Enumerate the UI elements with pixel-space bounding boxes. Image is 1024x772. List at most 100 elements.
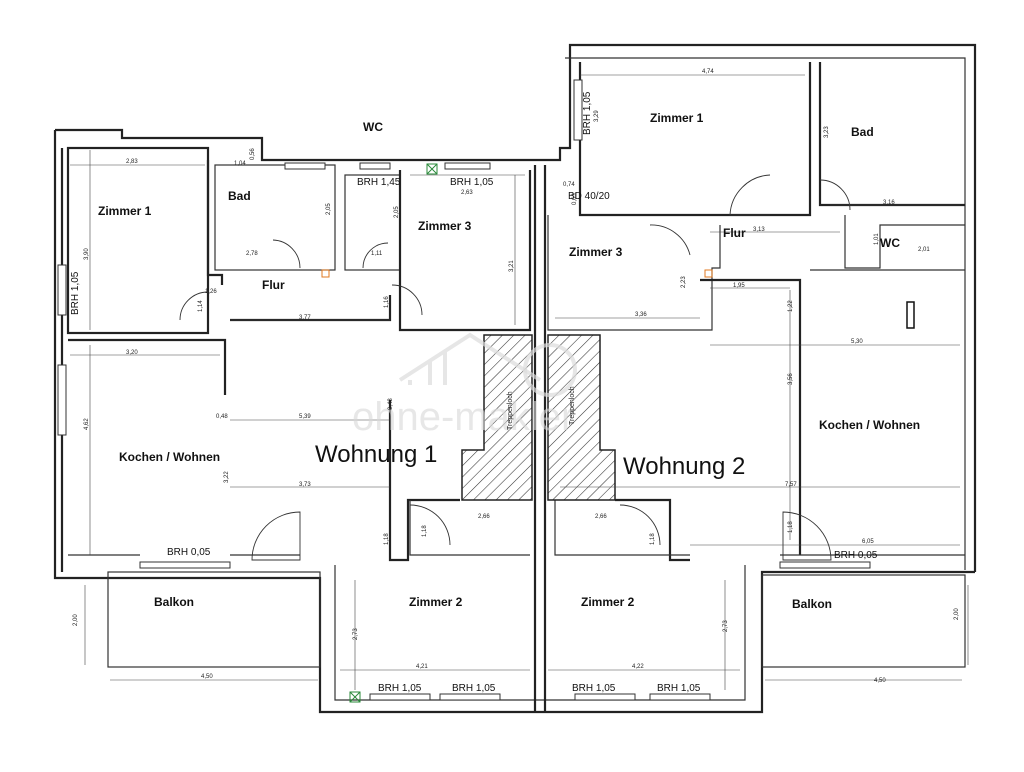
dim-label: 3,13	[753, 227, 765, 233]
dim-label: 2,66	[595, 514, 607, 520]
dim-label: 3,21	[509, 260, 515, 272]
dim-label: 1,16	[384, 296, 390, 308]
dim-label: 1,18	[422, 525, 428, 537]
dim-label: 0,56	[250, 148, 256, 160]
dim-label: 3,22	[224, 471, 230, 483]
dim-label: 3,90	[84, 248, 90, 260]
central-divider	[533, 165, 547, 712]
dim-label: 4,22	[632, 664, 644, 670]
dim-label: 1,14	[198, 300, 204, 312]
stair-label-right: Treppenloch	[569, 386, 576, 425]
dim-label: 1,04	[234, 161, 246, 167]
balcony-left	[107, 571, 321, 668]
dim-label: 1,18	[650, 533, 656, 545]
dim-label: 3,29	[594, 110, 600, 122]
brh-wc: BRH 1,45	[357, 177, 401, 188]
room-label-w2-bad: Bad	[851, 125, 874, 139]
dim-label: 0,48	[388, 398, 394, 410]
dim-label: 0,63	[572, 193, 578, 205]
dim-label: 2,01	[918, 247, 930, 253]
dim-label: 1,22	[788, 300, 794, 312]
dimension-lines	[70, 74, 969, 690]
brh-zimmer2-b: BRH 1,05	[452, 683, 496, 694]
room-label-w1-zimmer2: Zimmer 2	[409, 595, 463, 609]
dim-label: 2,00	[73, 614, 79, 626]
dim-label: 1,95	[733, 283, 745, 289]
dim-label: 1,11	[371, 251, 383, 257]
dim-label: 3,56	[788, 373, 794, 385]
dim-label: 1,26	[205, 289, 217, 295]
dim-label: 2,00	[954, 608, 960, 620]
dim-label: 1,18	[788, 521, 794, 533]
dim-label: 3,77	[299, 315, 311, 321]
brh-labels: BRH 1,05 BRH 1,45 BRH 1,05 BRH 1,05 BD 4…	[70, 91, 878, 694]
door-swings	[179, 174, 851, 561]
windows	[57, 79, 871, 701]
room-label-w1-bad: Bad	[228, 189, 251, 203]
dim-label: 4,50	[874, 678, 886, 684]
brh-w1-zimmer3: BRH 1,05	[450, 177, 494, 188]
dim-label: 2,78	[246, 251, 258, 257]
watermark: ohne-makler	[352, 332, 577, 439]
brh-w2-kochen: BRH 0,05	[834, 550, 878, 561]
room-label-w1-wc: WC	[363, 120, 383, 134]
brh-zimmer2-a: BRH 1,05	[378, 683, 422, 694]
dimension-labels: 2,83 3,90 1,04 0,56 2,05 2,05 2,78 1,11 …	[73, 69, 960, 684]
dim-label: 0,74	[563, 182, 575, 188]
room-labels: Zimmer 1 Bad WC Zimmer 3 Flur Kochen / W…	[98, 111, 920, 611]
dim-label: 2,83	[126, 159, 138, 165]
dim-label: 4,62	[84, 418, 90, 430]
room-label-w2-kochen: Kochen / Wohnen	[819, 418, 920, 432]
dim-label: 7,57	[785, 482, 797, 488]
dim-label: 4,21	[416, 664, 428, 670]
unit-label-wohnung-2: Wohnung 2	[623, 453, 745, 480]
unit-label-wohnung-1: Wohnung 1	[315, 441, 437, 468]
dim-label: 1,01	[874, 233, 880, 245]
watermark-text: ohne-makler	[352, 395, 574, 439]
dim-label: 3,73	[299, 482, 311, 488]
dim-label: 5,39	[299, 414, 311, 420]
dim-label: 2,05	[326, 203, 332, 215]
dim-label: 2,73	[353, 628, 359, 640]
dim-label: 2,23	[681, 276, 687, 288]
dim-label: 2,63	[461, 190, 473, 196]
room-label-w1-kochen: Kochen / Wohnen	[119, 450, 220, 464]
brh-zimmer2-d: BRH 1,05	[657, 683, 701, 694]
room-label-w1-zimmer1: Zimmer 1	[98, 204, 152, 218]
dim-label: 2,66	[478, 514, 490, 520]
outer-walls	[53, 43, 977, 714]
room-label-w2-zimmer1: Zimmer 1	[650, 111, 704, 125]
stairwell-left	[461, 334, 533, 501]
room-label-w1-flur: Flur	[262, 278, 285, 292]
brh-w1-zimmer1: BRH 1,05	[70, 271, 81, 315]
room-label-w2-flur: Flur	[723, 226, 746, 240]
stair-label-left: Treppenloch	[507, 391, 514, 430]
dim-label: 3,36	[635, 312, 647, 318]
dim-label: 3,23	[824, 126, 830, 138]
brh-w2-zimmer1: BRH 1,05	[582, 91, 593, 135]
dim-label: 2,05	[394, 206, 400, 218]
room-label-w2-balkon: Balkon	[792, 597, 832, 611]
dim-label: 6,05	[862, 539, 874, 545]
brh-bd: BD 40/20	[568, 191, 610, 202]
room-label-w2-zimmer3: Zimmer 3	[569, 245, 623, 259]
dim-label: 4,50	[201, 674, 213, 680]
dim-label: 3,16	[883, 200, 895, 206]
markers	[321, 163, 915, 703]
room-label-w2-wc: WC	[880, 236, 900, 250]
brh-w1-kochen: BRH 0,05	[167, 547, 211, 558]
dim-label: 0,48	[216, 414, 228, 420]
dim-label: 1,18	[384, 533, 390, 545]
dim-label: 5,30	[851, 339, 863, 345]
interior-walls-right	[547, 62, 965, 562]
balcony-right	[761, 574, 966, 668]
room-label-w1-zimmer3: Zimmer 3	[418, 219, 472, 233]
dim-label: 2,73	[723, 620, 729, 632]
stairwell-right	[547, 334, 616, 501]
room-label-w1-balkon: Balkon	[154, 595, 194, 609]
brh-zimmer2-c: BRH 1,05	[572, 683, 616, 694]
dim-label: 3,20	[126, 350, 138, 356]
interior-walls-left	[66, 146, 532, 562]
room-label-w2-zimmer2: Zimmer 2	[581, 595, 635, 609]
